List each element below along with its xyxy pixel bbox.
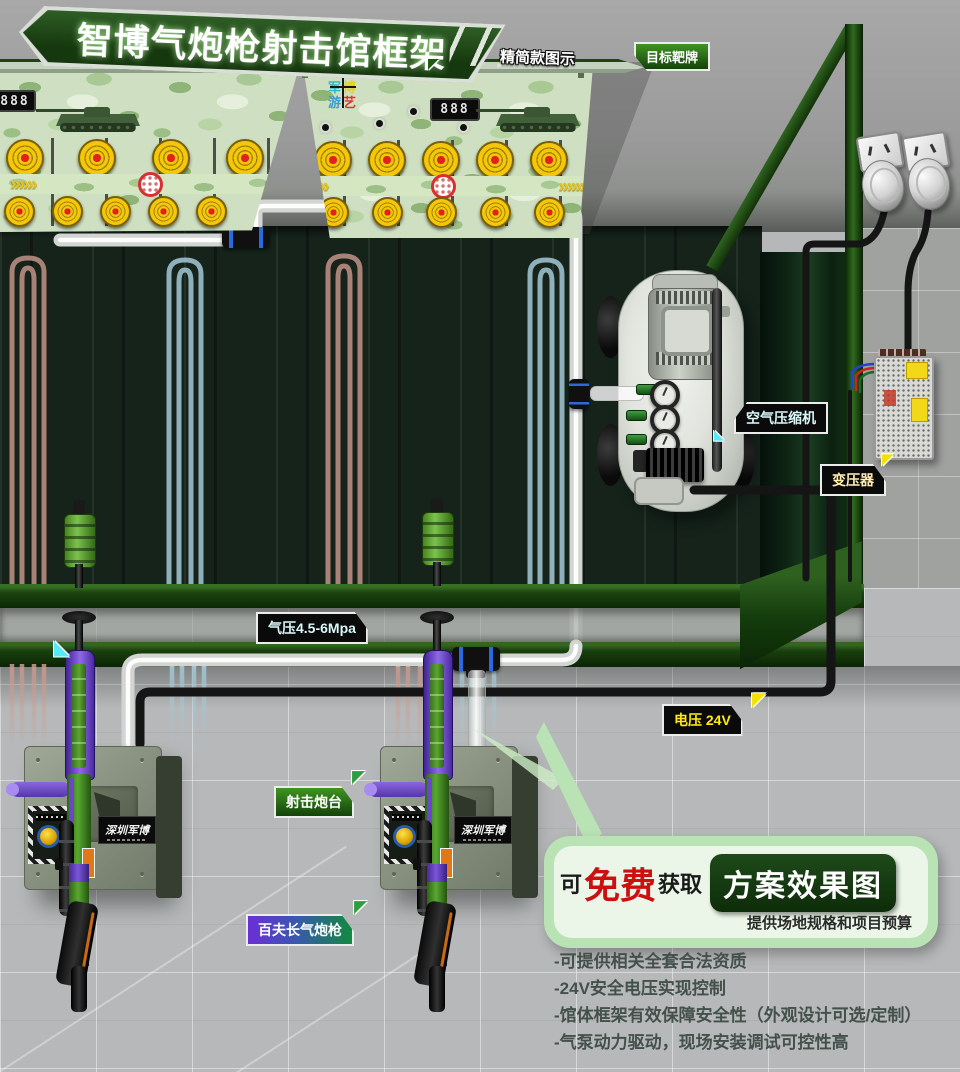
promo-line: 可 免费 获取 方案效果图 xyxy=(560,854,897,912)
compressor-vent-side xyxy=(633,450,648,472)
voltage-badge: 电压 24V xyxy=(662,704,743,736)
compressor-motor-core xyxy=(661,306,713,356)
target-row xyxy=(0,194,300,227)
gun-handle-tip xyxy=(6,783,19,796)
transformer-badge: 变压器 xyxy=(820,464,886,496)
target-panel-center: 军博 游艺 888 »»» »»» xyxy=(304,72,593,238)
pressure-badge: 气压4.5-6Mpa xyxy=(256,612,368,644)
compressor-handle-bar xyxy=(712,288,722,472)
target-row xyxy=(0,138,300,177)
score-display: 888 xyxy=(0,90,36,112)
gun-hanger-cap xyxy=(431,498,443,514)
score-display: 888 xyxy=(430,98,480,121)
gun-hanger-rod xyxy=(75,620,83,656)
target-panel-left: 888 »»» »»» xyxy=(0,64,300,232)
gun-muzzle xyxy=(71,966,87,1012)
gun-side-panel xyxy=(430,664,444,768)
brand-label: 深圳军博 xyxy=(98,816,156,844)
target-board-badge: 目标靶牌 xyxy=(634,42,711,71)
pipe-tee-connector xyxy=(569,379,589,409)
frame-beam-top-rail xyxy=(0,584,864,608)
tank-graphic-icon xyxy=(36,106,140,132)
brand-label: 深圳军博 xyxy=(454,816,512,844)
gun-badge: 百夫长气炮枪 xyxy=(246,914,354,946)
gun-hanger-rod xyxy=(433,620,441,656)
control-screen xyxy=(392,814,422,821)
arrow-chevrons: »»» xyxy=(10,173,38,195)
transformer-sticker xyxy=(906,362,928,379)
cursor-yellow-icon: ◤ xyxy=(882,451,894,468)
scope-knob xyxy=(413,858,421,870)
control-screen xyxy=(36,814,66,821)
feature-item: -气泵动力驱动，现场安装调试可控性高 xyxy=(554,1033,849,1052)
gun-hanger-rod xyxy=(433,562,441,586)
compressor-outlet-elbow xyxy=(714,306,730,317)
promo-subtitle: 提供场地规格和项目预算 xyxy=(746,915,912,932)
gun-handle xyxy=(368,782,428,797)
promo-highlight: 免费 xyxy=(584,865,657,906)
cursor-green-icon: ◤ xyxy=(352,767,366,786)
turret-board-side xyxy=(156,756,182,898)
cursor-cyan-icon: ◣ xyxy=(714,427,724,442)
cursor-green-icon: ◤ xyxy=(354,897,368,916)
cursor-green-icon: ◤ xyxy=(428,55,439,71)
gun-hanger-rod xyxy=(75,564,83,588)
cursor-cyan-icon: ◣ xyxy=(54,637,70,659)
compressor-badge: 空气压缩机 xyxy=(734,402,828,434)
promo-prefix: 可 xyxy=(560,872,583,897)
feature-item: -24V安全电压实现控制 xyxy=(554,979,726,998)
gun-air-canister xyxy=(64,514,96,568)
promo-suffix: 获取 xyxy=(658,872,703,897)
gun-side-panel xyxy=(72,664,86,768)
pipe-tee-connector xyxy=(452,647,500,671)
gun-handle-tip xyxy=(364,783,377,796)
gun-muzzle xyxy=(429,966,445,1012)
gun-ceiling-mount xyxy=(420,611,454,624)
valve-icon xyxy=(626,434,647,445)
turret-badge: 射击炮台 xyxy=(274,786,354,818)
compressor-base-tray xyxy=(634,477,684,505)
gun-ceiling-mount xyxy=(62,611,96,624)
compressor-fins xyxy=(656,291,712,304)
start-button xyxy=(37,825,60,848)
target-row xyxy=(304,196,593,228)
tank-graphic-icon xyxy=(476,106,580,132)
arrow-strip: »»» »»» xyxy=(0,171,300,197)
start-button xyxy=(393,825,416,848)
arrow-chevrons: »»» xyxy=(558,175,586,197)
transformer-sticker xyxy=(911,398,928,422)
gun-handle xyxy=(10,782,70,797)
arrow-strip: »»» »»» xyxy=(304,173,592,199)
cursor-yellow-icon: ◤ xyxy=(752,689,766,709)
feature-item: -馆体框架有效保障安全性（外观设计可选/定制） xyxy=(554,1006,922,1025)
scope-knob xyxy=(55,858,63,870)
pipe-tee-connector xyxy=(222,227,270,248)
target-row xyxy=(304,140,593,179)
gun-air-canister xyxy=(422,512,454,566)
promo-bubble: 可 免费 获取 方案效果图 提供场地规格和项目预算 xyxy=(544,836,938,948)
valve-icon xyxy=(626,410,647,421)
feature-list: -可提供相关全套合法资质 -24V安全电压实现控制 -馆体框架有效保障安全性（外… xyxy=(554,948,958,1056)
gun-hanger-cap xyxy=(73,500,85,516)
turret-board-side xyxy=(512,756,538,898)
crosshair-icon xyxy=(330,74,356,108)
emblem-icon xyxy=(137,171,163,197)
compressor-vent-grille xyxy=(646,448,704,482)
transformer-terminals xyxy=(878,349,926,359)
transformer-mark xyxy=(884,390,896,406)
feature-item: -可提供相关全套合法资质 xyxy=(554,952,747,971)
promo-offer-box: 方案效果图 xyxy=(710,854,897,912)
